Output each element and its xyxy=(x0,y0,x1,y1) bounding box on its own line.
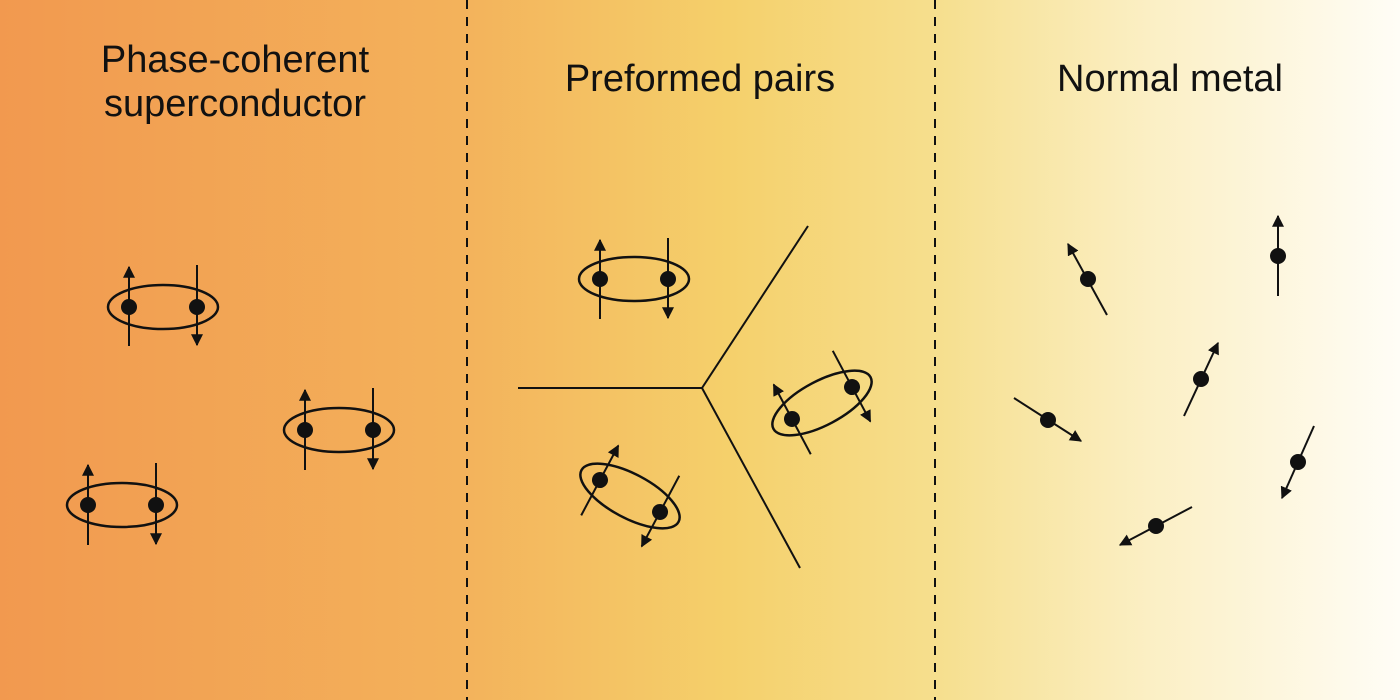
electron-3 xyxy=(1183,341,1219,417)
cooper-pair-1 xyxy=(106,265,220,347)
domain-walls xyxy=(518,225,809,569)
electron-1 xyxy=(1067,242,1108,316)
panel-title-preformed-pairs: Preformed pairs xyxy=(564,58,836,100)
electron-2 xyxy=(1270,214,1286,296)
panel-title-line-1: Phase-coherent xyxy=(100,39,370,81)
panel-title-phase-coherent-superconductor: Phase-coherent superconductor xyxy=(60,38,410,126)
electron-4 xyxy=(1013,397,1083,442)
preformed-pair-2 xyxy=(579,444,681,548)
panel-title-normal-metal: Normal metal xyxy=(1057,58,1283,100)
electron-5 xyxy=(1280,425,1315,500)
cooper-pair-3 xyxy=(65,463,179,546)
preformed-pair-1 xyxy=(577,238,691,320)
cooper-pair-2 xyxy=(282,388,396,471)
electron-6 xyxy=(1118,506,1193,546)
preformed-pair-3 xyxy=(771,350,873,455)
panel-title-line-2: superconductor xyxy=(104,83,366,125)
